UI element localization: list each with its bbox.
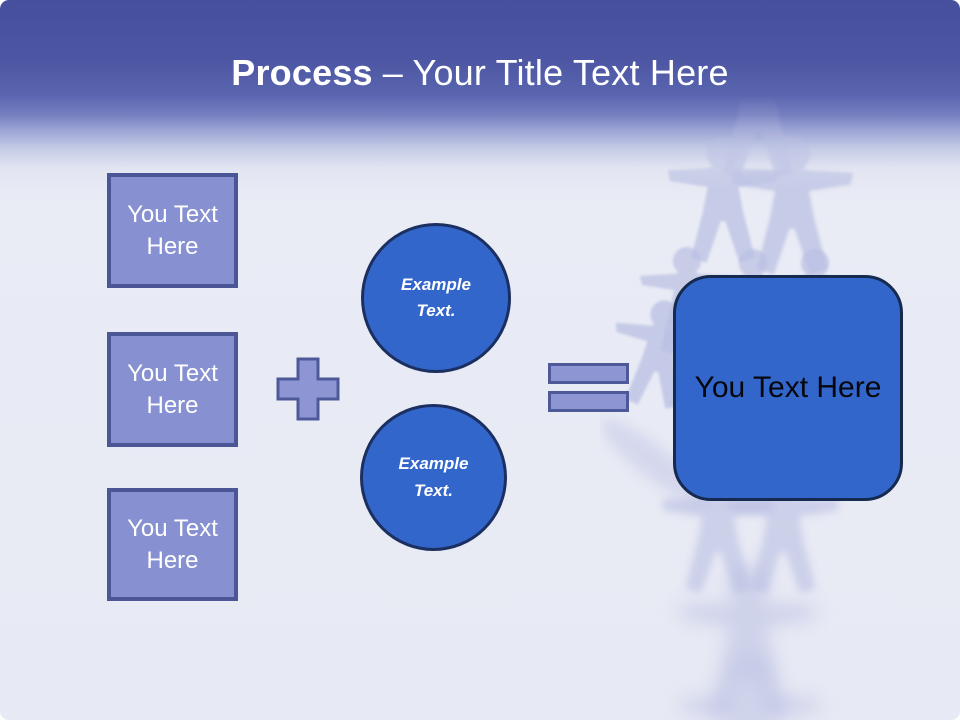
input-box-2-label: You Text Here (127, 359, 218, 419)
input-box-2[interactable]: You Text Here (107, 332, 238, 447)
slide-title-rest: – Your Title Text Here (382, 52, 729, 93)
result-box-label: You Text Here (694, 371, 882, 404)
slide-title[interactable]: Process– Your Title Text Here (0, 52, 960, 94)
input-box-3[interactable]: You Text Here (107, 488, 238, 601)
result-box[interactable]: You Text Here (673, 275, 903, 501)
example-circle-1-label: Example Text. (401, 274, 471, 320)
example-circle-1[interactable]: Example Text. (361, 223, 511, 373)
example-circle-2-label: Example Text. (398, 454, 469, 500)
input-box-3-label: You Text Here (127, 514, 218, 574)
input-box-1-label: You Text Here (127, 200, 218, 260)
equals-icon (548, 391, 629, 412)
example-circle-2[interactable]: Example Text. (360, 404, 507, 551)
input-box-1[interactable]: You Text Here (107, 173, 238, 288)
equals-icon (548, 363, 629, 384)
slide-title-keyword: Process (231, 52, 373, 93)
plus-icon (276, 357, 340, 421)
